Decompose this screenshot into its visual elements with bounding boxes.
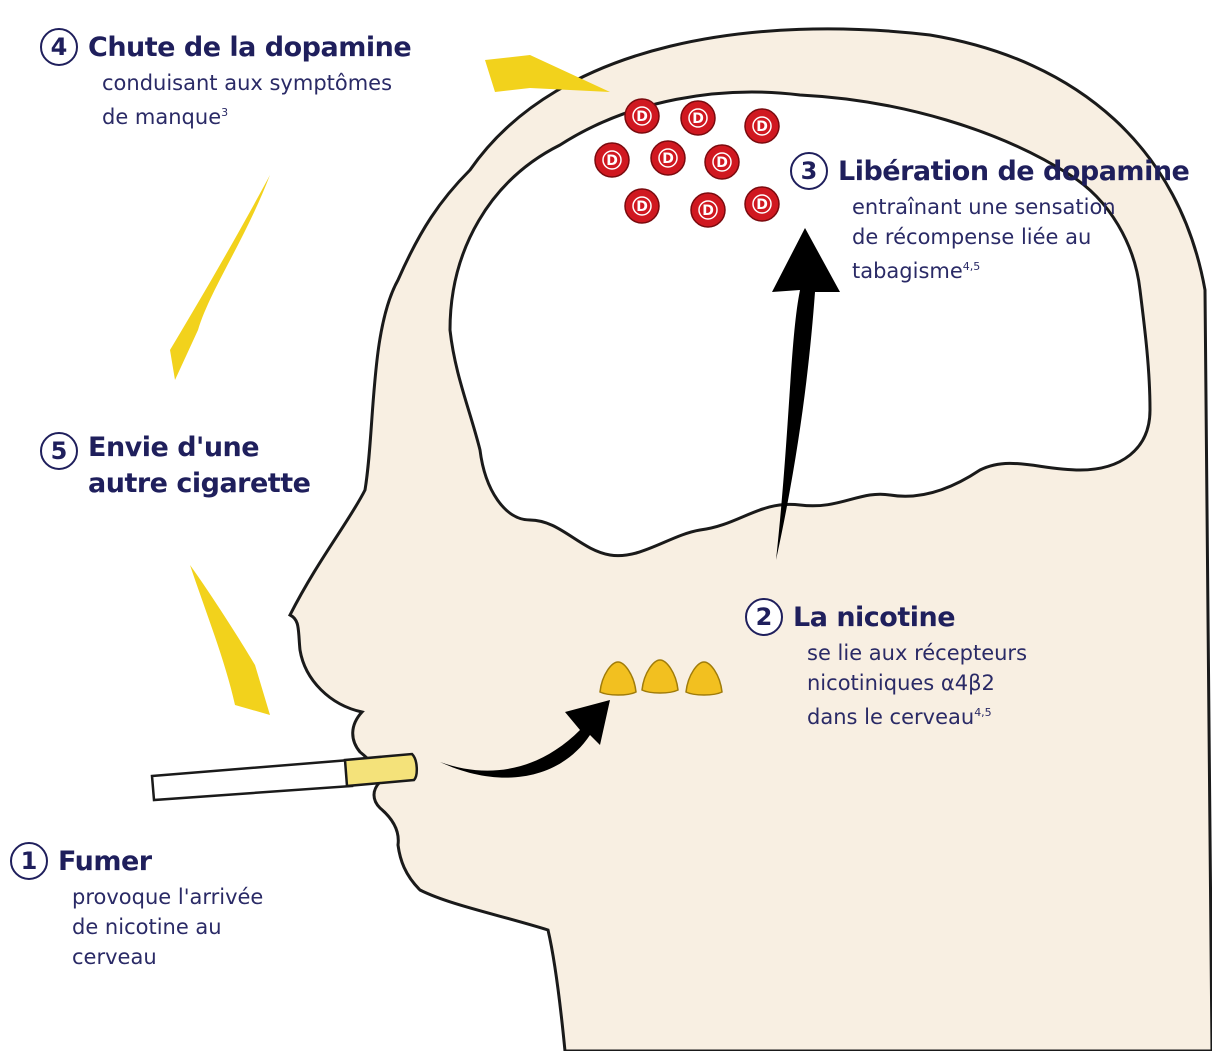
step-1-number: 1	[10, 842, 48, 880]
dopamine-molecule: D	[595, 143, 629, 177]
dopamine-molecule: D	[691, 193, 725, 227]
dopamine-label: D	[756, 197, 768, 213]
step-2-ref: 4,5	[974, 706, 992, 719]
step-3-description: entraînant une sensation de récompense l…	[852, 192, 1189, 286]
dopamine-molecule: D	[745, 109, 779, 143]
step-2-text: se lie aux récepteurs nicotiniques α4β2 …	[807, 641, 1027, 729]
dopamine-molecule: D	[681, 101, 715, 135]
step-3-title: Libération de dopamine	[838, 156, 1189, 187]
step-2-description: se lie aux récepteurs nicotiniques α4β2 …	[807, 638, 1027, 732]
step-2-number: 2	[745, 598, 783, 636]
step-3: 3 Libération de dopamine entraînant une s…	[790, 152, 1189, 286]
cycle-arrow-upper-left	[170, 175, 270, 380]
dopamine-label: D	[636, 199, 648, 215]
cigarette-paper	[152, 760, 352, 800]
step-4-title: Chute de la dopamine	[88, 32, 411, 63]
step-4-description: conduisant aux symptômes de manque3	[102, 68, 411, 132]
dopamine-label: D	[716, 155, 728, 171]
cycle-arrow-lower-left	[190, 565, 270, 715]
step-5-number: 5	[40, 432, 78, 470]
step-1-title: Fumer	[58, 846, 152, 877]
step-5-title: Envie d'une autre cigarette	[88, 430, 310, 502]
dopamine-label: D	[702, 203, 714, 219]
nicotine-molecules	[600, 660, 722, 695]
step-3-text: entraînant une sensation de récompense l…	[852, 195, 1116, 283]
step-2-title: La nicotine	[793, 602, 955, 633]
step-1-description: provoque l'arrivée de nicotine au cervea…	[72, 882, 263, 972]
step-4-text: conduisant aux symptômes de manque	[102, 71, 392, 129]
dopamine-label: D	[636, 109, 648, 125]
dopamine-molecule: D	[705, 145, 739, 179]
dopamine-molecule: D	[625, 189, 659, 223]
dopamine-label: D	[606, 153, 618, 169]
step-2: 2 La nicotine se lie aux récepteurs nicot…	[745, 598, 1027, 732]
step-4-ref: 3	[221, 106, 228, 119]
dopamine-molecule: D	[651, 141, 685, 175]
dopamine-label: D	[662, 151, 674, 167]
step-5: 5 Envie d'une autre cigarette	[40, 430, 310, 502]
cigarette-filter	[345, 754, 417, 786]
dopamine-molecule: D	[625, 99, 659, 133]
dopamine-molecule: D	[745, 187, 779, 221]
step-1-text: provoque l'arrivée de nicotine au cervea…	[72, 885, 263, 969]
step-1: 1 Fumer provoque l'arrivée de nicotine au…	[10, 842, 263, 972]
step-4: 4 Chute de la dopamine conduisant aux sym…	[40, 28, 411, 132]
dopamine-label: D	[756, 119, 768, 135]
step-3-number: 3	[790, 152, 828, 190]
step-4-number: 4	[40, 28, 78, 66]
step-3-ref: 4,5	[963, 260, 981, 273]
dopamine-label: D	[692, 111, 704, 127]
